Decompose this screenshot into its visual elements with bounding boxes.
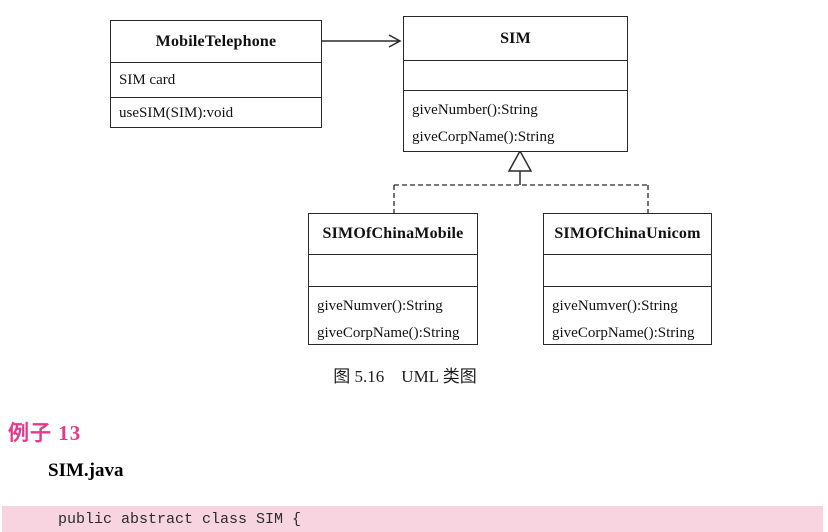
class-method: giveNumver():String xyxy=(552,298,678,314)
class-box-sim: SIM giveNumber():String giveCorpName():S… xyxy=(403,16,628,152)
class-methods: giveNumver():String giveCorpName():Strin… xyxy=(309,286,477,346)
class-method: giveCorpName():String xyxy=(552,325,695,341)
class-name: MobileTelephone xyxy=(155,32,277,50)
class-method: giveCorpName():String xyxy=(412,129,555,145)
class-method: giveNumver():String xyxy=(317,298,443,314)
class-box-simofchinaunicom: SIMOfChinaUnicom giveNumver():String giv… xyxy=(543,213,712,345)
class-attributes-empty xyxy=(544,254,711,286)
generalization-triangle-icon xyxy=(507,149,533,172)
class-attributes-empty xyxy=(404,60,627,90)
code-filename: SIM.java xyxy=(48,460,124,481)
class-methods: giveNumber():String giveCorpName():Strin… xyxy=(404,90,627,153)
class-method: giveNumber():String xyxy=(412,102,538,118)
code-line: public abstract class SIM { xyxy=(58,510,302,528)
class-box-mobiletelephone: MobileTelephone SIM card useSIM(SIM):voi… xyxy=(110,20,322,128)
class-name: SIMOfChinaMobile xyxy=(322,225,464,242)
class-attribute: SIM card xyxy=(111,62,321,97)
class-method: useSIM(SIM):void xyxy=(111,97,321,129)
class-methods: giveNumver():String giveCorpName():Strin… xyxy=(544,286,711,346)
association-arrowhead-icon xyxy=(388,34,402,48)
class-box-simofchinamobile: SIMOfChinaMobile giveNumver():String giv… xyxy=(308,213,478,345)
class-name: SIMOfChinaUnicom xyxy=(554,225,701,242)
code-band: public abstract class SIM { xyxy=(2,506,823,532)
class-name: SIM xyxy=(500,29,531,47)
class-method: giveCorpName():String xyxy=(317,325,460,341)
example-heading: 例子 13 xyxy=(8,421,82,445)
figure-caption: 图 5.16 UML 类图 xyxy=(333,367,477,386)
class-attributes-empty xyxy=(309,254,477,286)
